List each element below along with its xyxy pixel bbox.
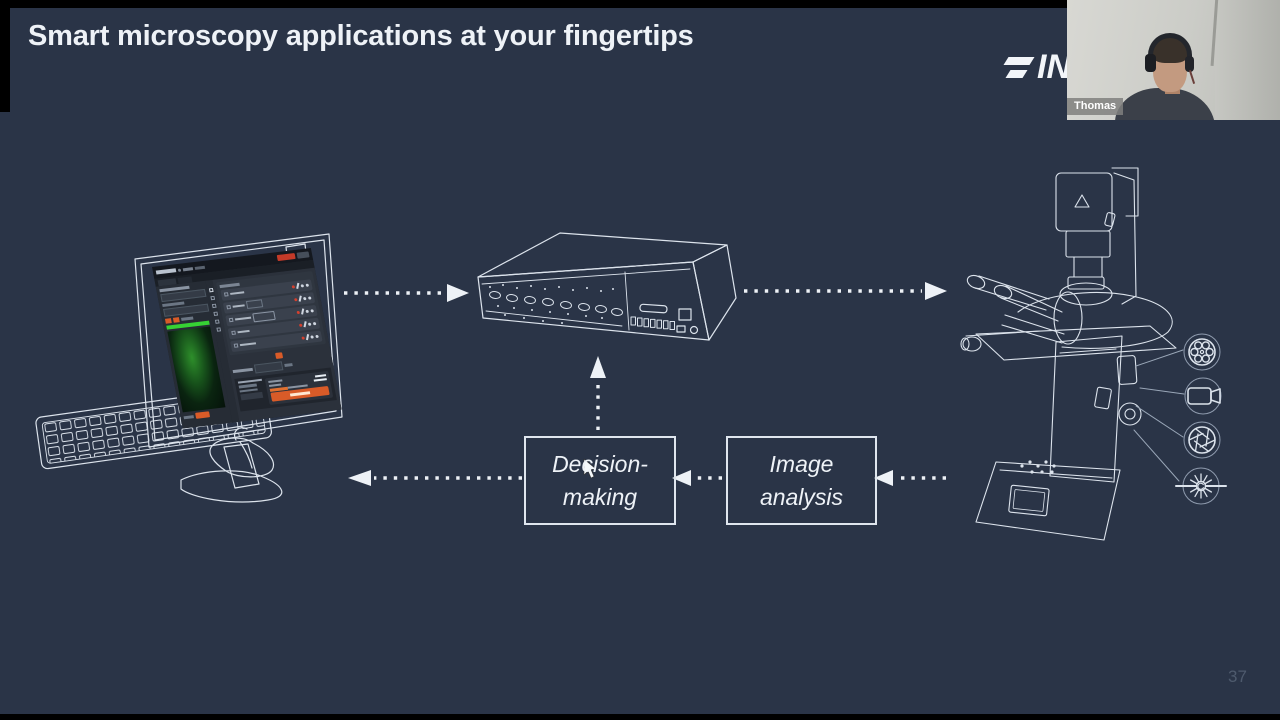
arrow-heads: [348, 282, 947, 486]
status-dot: [298, 323, 303, 327]
summary-orange: [269, 386, 289, 392]
mode-select: [253, 360, 284, 373]
step-icon: [226, 304, 232, 310]
mode-tag: [284, 362, 293, 367]
step-label: [232, 304, 245, 308]
summary-key: [268, 383, 282, 387]
footer-orange-button: [195, 411, 211, 419]
mini-orange-button: [164, 318, 172, 324]
add-step-button: [274, 351, 284, 359]
image-line1: Image: [769, 450, 834, 477]
status-dot: [301, 335, 305, 340]
edit-icon: [302, 296, 307, 300]
add-icon: [315, 334, 319, 338]
slash-icon: [305, 333, 310, 341]
company-logo: IN: [1003, 48, 1071, 87]
tool-icon: [215, 327, 221, 332]
add-icon: [312, 321, 317, 325]
slide-title: Smart microscopy applications at your fi…: [28, 20, 694, 52]
mini-label: [181, 316, 194, 321]
summary-val: [313, 377, 327, 382]
nav-status-pill: [276, 253, 296, 262]
image-analysis-box: Image analysis: [726, 436, 877, 525]
aperture-icon: [1183, 421, 1221, 459]
letterbox-left: [0, 0, 10, 112]
slash-icon: [303, 321, 307, 328]
controller-box-outline: [477, 232, 737, 341]
filter-wheel-icon: [1183, 333, 1221, 371]
laser-icon: [1175, 467, 1227, 505]
add-icon: [307, 295, 312, 300]
step-icon: [223, 292, 229, 297]
nav-menu-item: [182, 266, 194, 271]
decision-line2: making: [562, 483, 638, 510]
steps-list: [215, 271, 327, 355]
logo-text: IN: [1037, 48, 1071, 86]
logo-wedge-glyph: [1003, 57, 1035, 78]
mode-label: [232, 367, 253, 373]
nav-menu-item: [194, 265, 206, 270]
headphone-earcup-icon: [1185, 56, 1194, 72]
status-dot: [291, 284, 296, 289]
decision-line1: Decision-: [552, 450, 648, 477]
letterbox-top: [0, 0, 1067, 8]
step-label: [234, 316, 252, 321]
mouse-outline: [209, 427, 274, 478]
camera-icon: [1184, 377, 1222, 415]
wall-background: [1215, 0, 1280, 120]
slash-icon: [296, 282, 300, 290]
step-pill: [252, 310, 276, 322]
component-connector-lines: [1133, 349, 1185, 482]
summary-box: [264, 370, 334, 406]
image-line2: analysis: [759, 483, 844, 510]
slash-icon: [298, 295, 302, 302]
microscope-outline: [960, 167, 1177, 541]
cursor-icon: [583, 458, 597, 479]
tool-icon: [208, 287, 214, 293]
webcam-video-tile[interactable]: Thomas: [1067, 0, 1280, 120]
run-select: [240, 391, 264, 401]
list-header: [219, 282, 240, 288]
mini-orange-button: [172, 317, 180, 323]
step-icon: [233, 343, 239, 348]
headset-mic-icon: [1188, 70, 1196, 84]
nav-menu-dot: [177, 268, 182, 272]
dataflow-arrows: [344, 289, 946, 480]
summary-key: [287, 383, 308, 389]
step-label: [239, 342, 257, 347]
step-tag: [245, 299, 264, 310]
letterbox-bottom: [0, 714, 1280, 720]
run-panel: [234, 367, 337, 412]
tool-icon: [209, 295, 215, 301]
headphones-band-icon: [1148, 33, 1192, 57]
decision-making-box: Decision- making: [524, 436, 676, 525]
add-icon: [310, 308, 314, 313]
microscopy-software-screen: [152, 248, 342, 429]
slash-icon: [301, 308, 305, 315]
nav-user-pill: [296, 251, 310, 259]
status-dot: [293, 297, 298, 301]
add-icon: [305, 283, 309, 287]
controller-vent-dots: [489, 284, 614, 324]
edit-icon: [305, 309, 309, 313]
tool-icon: [214, 319, 220, 324]
edit-icon: [310, 334, 314, 339]
page-number: 37: [1228, 667, 1247, 686]
participant-name-label: Thomas: [1067, 98, 1124, 115]
edit-icon: [307, 322, 312, 326]
app-logo: [155, 268, 177, 275]
run-label: [237, 378, 263, 384]
headphone-earcup-icon: [1145, 54, 1156, 72]
tool-icon: [212, 311, 218, 317]
status-dot: [296, 310, 300, 314]
step-icon: [228, 317, 234, 323]
step-icon: [231, 330, 236, 336]
monitor-outline: [134, 233, 343, 503]
tool-icon: [211, 303, 217, 309]
step-label: [237, 329, 250, 334]
edit-icon: [300, 283, 305, 287]
footer-label: [183, 414, 194, 419]
step-label: [230, 291, 245, 296]
